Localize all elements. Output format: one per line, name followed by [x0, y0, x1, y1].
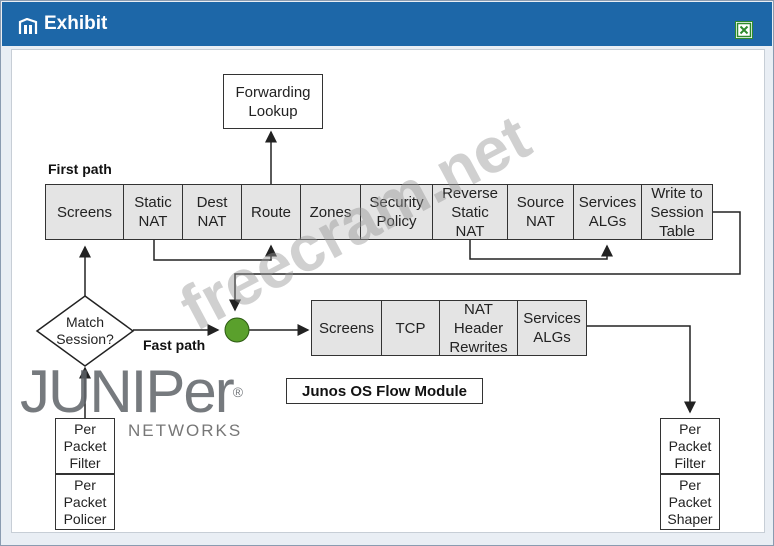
fp-screens: Screens	[45, 184, 124, 240]
first-path-label: First path	[48, 161, 112, 177]
arrow-staticnat-to-route	[153, 240, 277, 261]
egress-per-packet-shaper: Per Packet Shaper	[660, 474, 720, 530]
titlebar: Exhibit	[2, 2, 772, 46]
flow-junction	[224, 317, 250, 343]
juniper-logo-sub: NETWORKS	[128, 421, 243, 440]
ingress-per-packet-filter: Per Packet Filter	[55, 418, 115, 474]
close-icon	[736, 22, 752, 38]
fast-path-label: Fast path	[143, 337, 206, 353]
fp-dest-nat: Dest NAT	[182, 184, 242, 240]
decision-diamond	[35, 295, 135, 367]
juniper-logo-reg: ®	[232, 384, 243, 400]
exhibit-icon	[18, 18, 38, 34]
egress-per-packet-filter: Per Packet Filter	[660, 418, 720, 474]
juniper-logo-text: JUNIPer	[20, 358, 235, 425]
fp-write-session-table: Write to Session Table	[641, 184, 713, 240]
fast-services-algs: Services ALGs	[517, 300, 587, 356]
arrow-reverse-to-services	[469, 240, 613, 260]
fast-nat-header-rewrites: NAT Header Rewrites	[439, 300, 518, 356]
forwarding-lookup-box: Forwarding Lookup	[223, 74, 323, 129]
exhibit-content	[11, 49, 765, 533]
fp-static-nat: Static NAT	[123, 184, 183, 240]
fp-reverse-static-nat: Reverse Static NAT	[432, 184, 508, 240]
juniper-logo: JUNIPer®	[20, 362, 243, 422]
arrow-services-to-egress	[587, 325, 696, 414]
match-session-decision: Match Session?	[56, 314, 114, 347]
window-title: Exhibit	[44, 13, 108, 34]
fast-tcp: TCP	[381, 300, 440, 356]
flow-module-label: Junos OS Flow Module	[286, 378, 483, 404]
close-button[interactable]	[735, 21, 753, 39]
fp-security-policy: Security Policy	[360, 184, 433, 240]
arrow-session-to-junction	[229, 211, 741, 312]
ingress-per-packet-policer: Per Packet Policer	[55, 474, 115, 530]
fp-zones: Zones	[300, 184, 361, 240]
fast-screens: Screens	[311, 300, 382, 356]
fp-source-nat: Source NAT	[507, 184, 574, 240]
fp-services-algs: Services ALGs	[573, 184, 642, 240]
fp-route: Route	[241, 184, 301, 240]
